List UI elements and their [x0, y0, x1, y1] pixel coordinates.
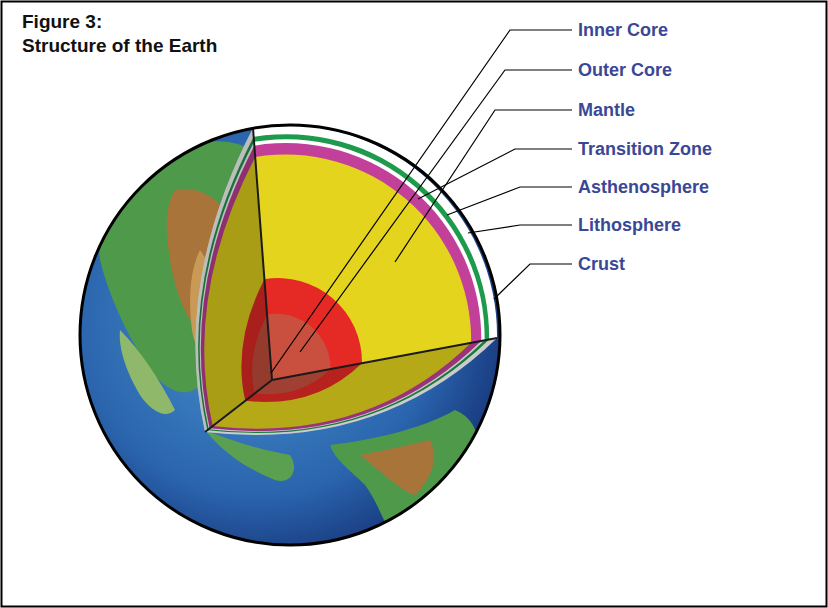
layer-label: Asthenosphere: [578, 176, 709, 198]
figure-title: Structure of the Earth: [22, 34, 217, 58]
globe: [80, 125, 500, 545]
layer-label: Outer Core: [578, 59, 672, 81]
layer-label: Mantle: [578, 99, 635, 121]
globe-outline: [80, 125, 500, 545]
leader-lines: [271, 30, 572, 373]
layer-label: Transition Zone: [578, 138, 712, 160]
cutaway-left-face: [195, 128, 272, 432]
layer-label: Lithosphere: [578, 214, 681, 236]
figure-number: Figure 3:: [22, 10, 102, 34]
layer-label: Crust: [578, 253, 625, 275]
layer-label: Inner Core: [578, 19, 668, 41]
